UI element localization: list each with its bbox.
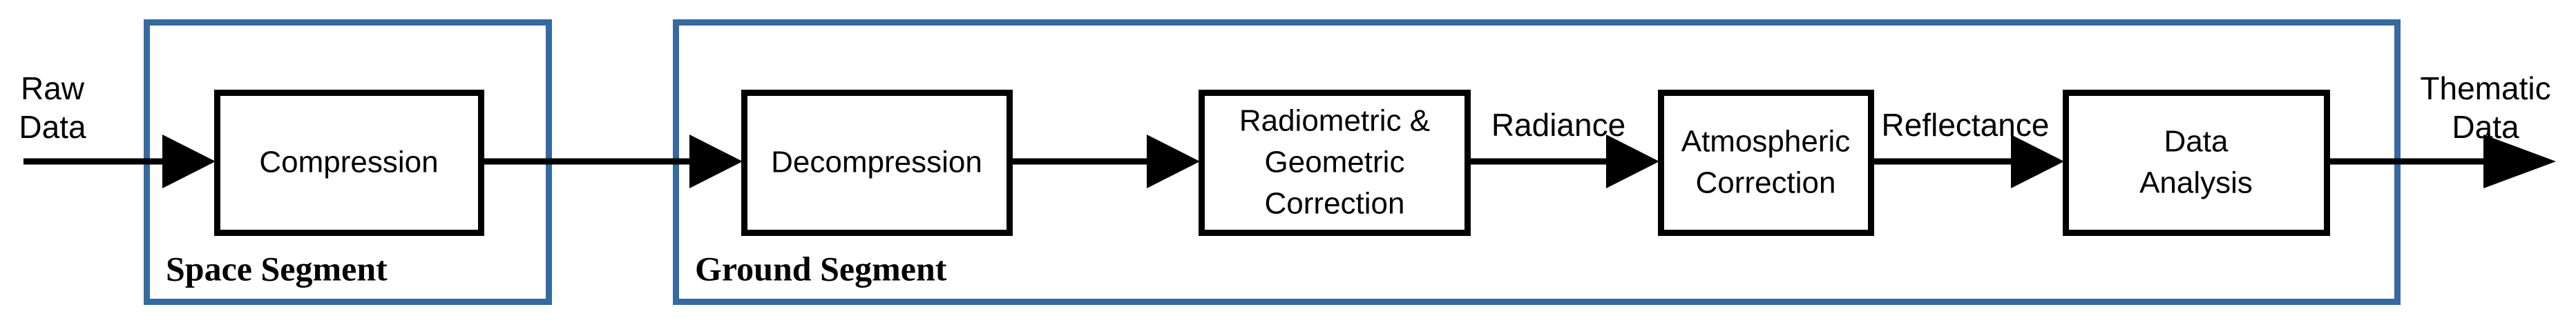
group-label-ground-segment: Ground Segment <box>695 249 947 288</box>
arrowhead-into-decompression <box>689 135 743 188</box>
process-label-decompression: Decompression <box>771 146 982 179</box>
process-label-analysis: Data Analysis <box>2139 125 2253 200</box>
arrowhead-thematic-data-out <box>2483 135 2556 188</box>
flow-label-reflectance: Reflectance <box>1882 107 2050 143</box>
edge-label-raw-data: Raw Data <box>19 70 86 145</box>
edge-label-raw-data-line2: Data <box>19 109 86 145</box>
process-box-compression[interactable] <box>214 90 484 236</box>
edge-label-raw-data-line1: Raw <box>21 70 85 106</box>
edge-label-thematic-data-line1: Thematic <box>2420 70 2550 106</box>
arrowhead-into-radgeo <box>1147 135 1200 188</box>
edge-label-thematic-data: Thematic Data <box>2420 70 2550 145</box>
process-label-compression: Compression <box>259 146 438 179</box>
process-label-radgeo: Radiometric & Geometric Correction <box>1239 104 1430 221</box>
process-box-decompression[interactable] <box>741 90 1013 236</box>
process-label-radgeo-line3: Correction <box>1265 187 1405 221</box>
process-label-analysis-line2: Analysis <box>2139 166 2253 200</box>
process-box-analysis[interactable] <box>2063 90 2330 236</box>
process-box-atmos[interactable] <box>1658 90 1874 236</box>
arrowhead-into-atmos <box>1606 135 1659 188</box>
process-label-atmos-line2: Correction <box>1696 166 1836 200</box>
group-label-space-segment: Space Segment <box>166 249 388 288</box>
process-label-radgeo-line1: Radiometric & <box>1239 104 1430 138</box>
arrowhead-into-analysis <box>2011 135 2064 188</box>
process-label-atmos: Atmospheric Correction <box>1681 125 1851 200</box>
process-label-radgeo-line2: Geometric <box>1265 146 1405 179</box>
edge-label-thematic-data-line2: Data <box>2452 109 2519 145</box>
process-label-analysis-line1: Data <box>2164 125 2229 159</box>
process-label-atmos-line1: Atmospheric <box>1681 125 1851 159</box>
flow-label-radiance: Radiance <box>1491 107 1625 143</box>
process-box-radgeo[interactable] <box>1199 90 1471 236</box>
arrowhead-into-compression <box>162 135 216 188</box>
